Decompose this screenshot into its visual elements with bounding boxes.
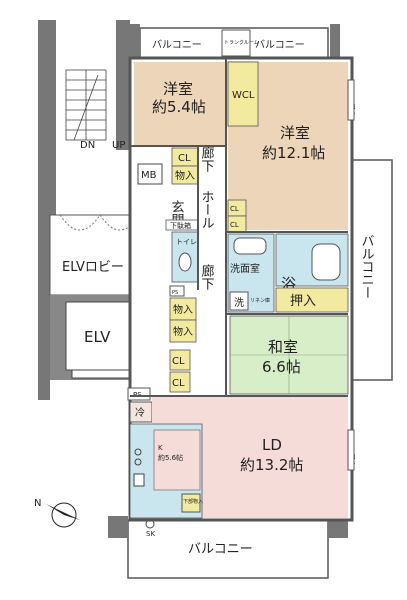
ld-name: LD [262, 436, 282, 454]
toilet-label: トイレ [176, 238, 197, 246]
trunk-room-label: トランクルーム [224, 40, 259, 46]
closet-cl-3-label: CL [230, 221, 239, 229]
ps-label: PS [172, 290, 178, 296]
bedroom-large: WCL 洋室 約12.1帖 出窓 [227, 61, 356, 230]
linen-label: リネン庫 [250, 297, 270, 304]
trunk-room [221, 29, 251, 57]
storage-1-label: 物入 [175, 169, 195, 182]
closet-cl-5 [169, 371, 191, 393]
ps-box [169, 285, 185, 297]
bedroom-large-name: 洋室 [280, 124, 310, 142]
stairs [65, 69, 107, 141]
kitchen-size: 約5.6帖 [158, 453, 183, 462]
balcony-bottom-label: バルコニー [188, 542, 253, 557]
oshiire-label: 押入 [290, 294, 316, 309]
storage-3-label: 物入 [173, 325, 193, 338]
closet-cl-4-label: CL [172, 356, 185, 367]
wash-label: 洗 [234, 297, 244, 309]
balcony-right-label: バルコニー [359, 234, 375, 299]
kitchen-name: K [158, 444, 163, 452]
wcl-label-overlay: WCL [232, 90, 255, 101]
washroom-label: 洗面室 [230, 262, 260, 275]
north-arrow-icon: N [34, 498, 80, 528]
interior-walls [130, 58, 348, 397]
closet-cl-1-label: CL [178, 153, 191, 164]
washing-machine [229, 291, 249, 311]
bedroom-large-size: 約12.1帖 [262, 144, 325, 162]
closet-cl-5-label: CL [172, 378, 185, 389]
svg-text:N: N [34, 498, 41, 509]
hall-corridor-label: 廊下 [199, 145, 215, 172]
storage-3 [169, 319, 197, 343]
shoe-box-label: 下駄箱 [170, 221, 191, 230]
japanese-room-size: 6.6帖 [262, 358, 301, 376]
bottom-balcony: バルコニー SK [108, 516, 348, 579]
stairs-up-label: UP [112, 140, 125, 151]
japanese-room: 和室 6.6帖 [229, 315, 349, 395]
kitchen-storage-label: 下部物入 [183, 498, 203, 505]
ld-size: 約13.2帖 [240, 456, 303, 474]
kitchen: K 約5.6帖 下部物入 [129, 423, 203, 519]
balcony-top-left-label: バルコニー [152, 39, 202, 51]
hall-label: ホール [199, 190, 214, 229]
mb-box [137, 163, 163, 185]
bedroom-small-size: 約5.4帖 [152, 98, 206, 116]
bedroom-small-name: 洋室 [163, 80, 193, 98]
elv-lobby-label: ELVロビー [62, 260, 124, 275]
balcony-top-right-label: バルコニー [255, 39, 305, 51]
sk-label: SK [146, 530, 155, 538]
hall-corridor-2-label: 廊下 [199, 263, 215, 290]
fridge-label: 冷 [135, 406, 145, 419]
top-balcony: バルコニー トランクルーム バルコニー [130, 24, 340, 64]
right-balcony: バルコニー [351, 159, 393, 381]
mb-label: MB [141, 170, 157, 181]
closet-cl-2-label: CL [230, 205, 239, 213]
stairs-dn-label: DN [80, 140, 95, 151]
japanese-room-name: 和室 [268, 338, 298, 356]
kitchen-storage [181, 493, 201, 513]
oshiire [275, 287, 349, 313]
bedroom-small: 洋室 約5.4帖 [134, 62, 226, 146]
elv-label: ELV [84, 328, 111, 346]
storage-2-label: 物入 [173, 303, 193, 316]
closet-cl-4 [169, 349, 191, 371]
